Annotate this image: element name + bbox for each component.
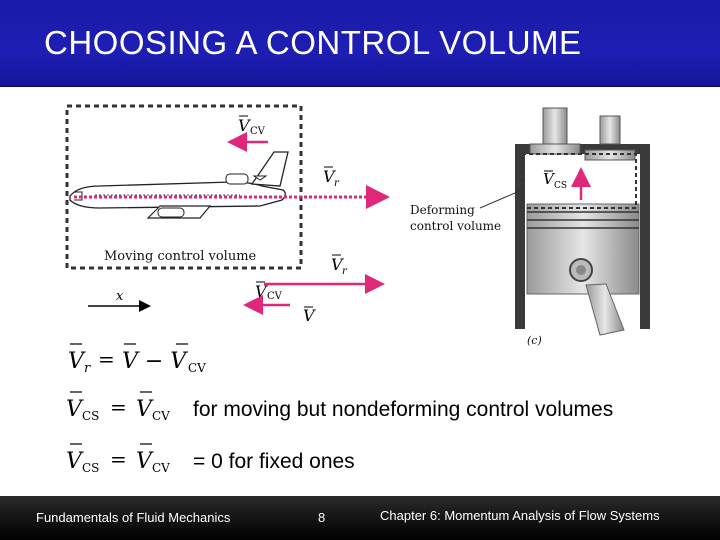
equation-1: V r = V − V CV <box>68 343 206 376</box>
vcv2-sub: CV <box>267 291 283 302</box>
moving-control-volume-box <box>65 104 303 270</box>
figure: V CV V r Moving control volume V r V CV … <box>65 104 650 347</box>
svg-text:r: r <box>84 361 91 376</box>
vr2-sub: r <box>342 266 348 277</box>
equation-2-text: for moving but nondeforming control volu… <box>193 398 614 421</box>
svg-text:V − V: V − V <box>122 349 188 374</box>
equation-3: V CS = V CV <box>66 443 170 475</box>
svg-text:CV: CV <box>152 461 170 475</box>
vcs-sub: CS <box>554 181 567 191</box>
title-bar: CHOOSING A CONTROL VOLUME <box>0 0 720 87</box>
equation-2: V CS = V CV <box>66 391 170 423</box>
equation-3-text: = 0 for fixed ones <box>193 450 355 473</box>
vr2-label: V <box>331 255 344 274</box>
vr-sub: r <box>334 178 340 189</box>
svg-text:=: = <box>98 347 115 371</box>
vcs-label: V <box>543 170 556 188</box>
vcv-top-sub: CV <box>250 126 266 137</box>
svg-text:CV: CV <box>152 409 170 423</box>
svg-text:=: = <box>110 395 127 419</box>
svg-text:V: V <box>66 449 84 474</box>
equations: V r = V − V CV V CS = V CV V CS = V CV <box>66 343 206 475</box>
piston-icon <box>515 107 650 336</box>
svg-text:V: V <box>66 397 84 422</box>
x-axis-label: x <box>116 289 124 304</box>
airplane-icon <box>69 151 289 219</box>
v-label: V <box>303 306 316 325</box>
vr-label: V <box>323 167 336 186</box>
svg-text:V: V <box>136 397 154 422</box>
slide-title: CHOOSING A CONTROL VOLUME <box>44 24 582 61</box>
svg-text:CS: CS <box>82 409 99 423</box>
footer-left: Fundamentals of Fluid Mechanics <box>36 510 231 525</box>
svg-text:CS: CS <box>82 461 99 475</box>
callout-line2: control volume <box>410 219 501 233</box>
svg-text:CV: CV <box>188 361 206 375</box>
moving-cv-label: Moving control volume <box>104 249 257 264</box>
svg-text:=: = <box>110 447 127 471</box>
footer: Fundamentals of Fluid Mechanics 8 Chapte… <box>0 496 720 540</box>
vcv-top-label: V <box>238 116 251 135</box>
deforming-control-volume-box <box>521 153 637 209</box>
footer-page-number: 8 <box>318 510 326 525</box>
callout-line <box>479 189 523 209</box>
footer-right: Chapter 6: Momentum Analysis of Flow Sys… <box>380 508 660 523</box>
svg-text:V: V <box>136 449 154 474</box>
svg-text:V: V <box>68 349 86 374</box>
callout-line1: Deforming <box>410 203 475 217</box>
panel-label: (c) <box>527 334 542 347</box>
